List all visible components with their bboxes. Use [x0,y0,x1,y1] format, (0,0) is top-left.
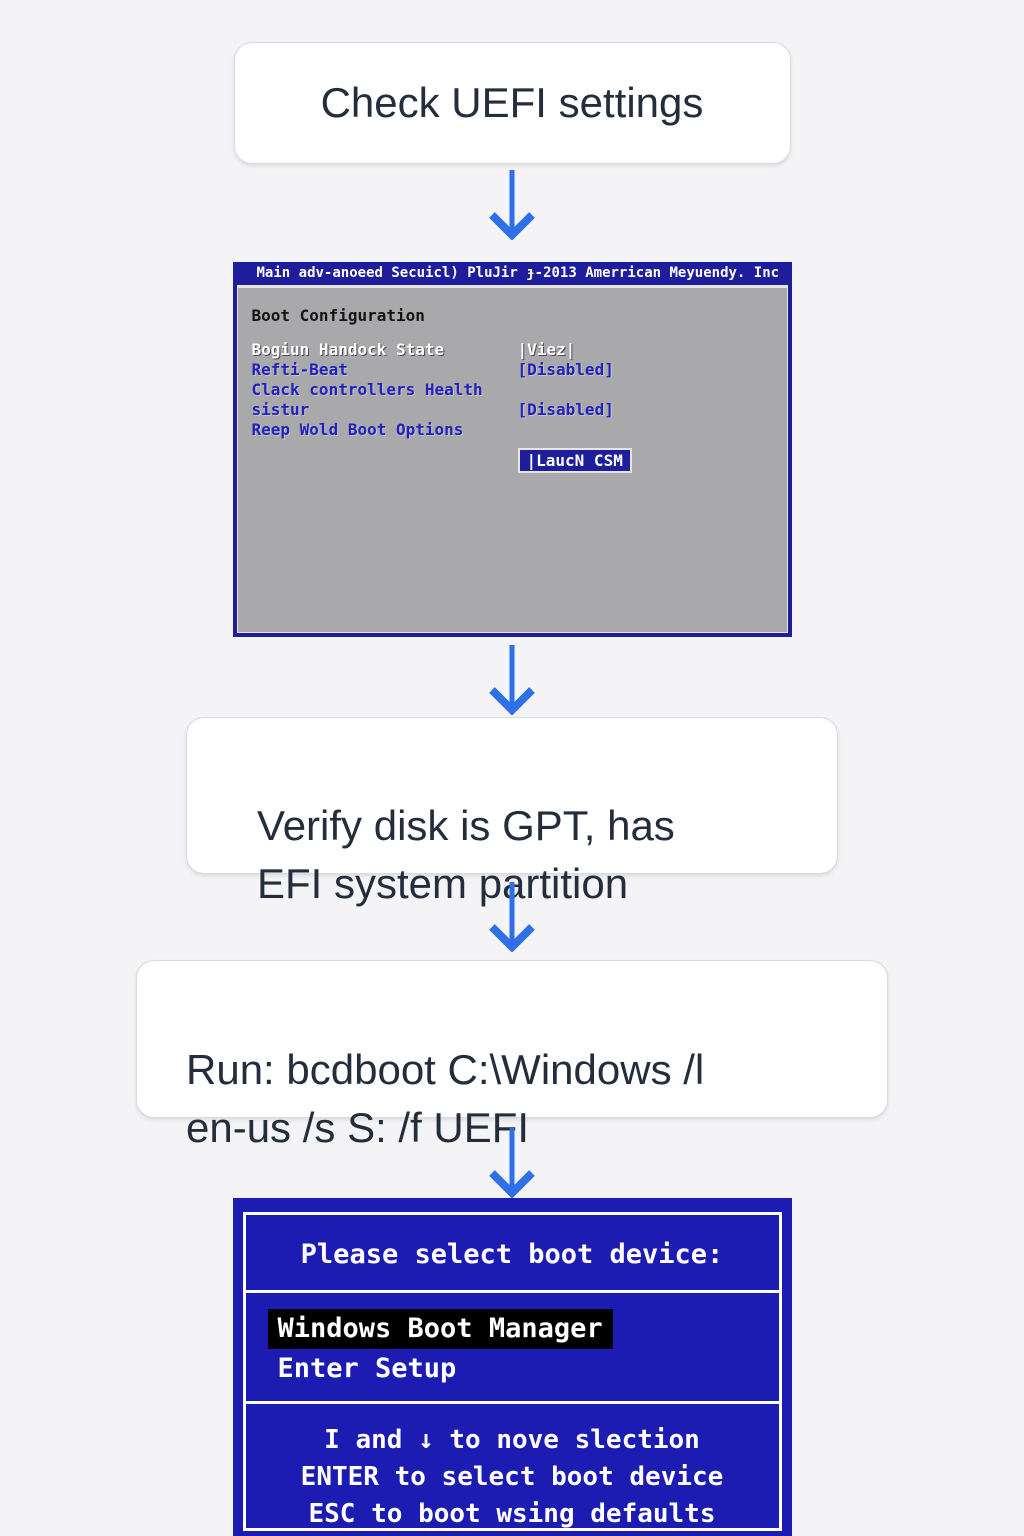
boot-menu-title: Please select boot device: [245,1215,779,1293]
boot-menu-frame: Please select boot device: Windows Boot … [242,1212,782,1531]
bios-section-title: Boot Configuration [251,306,425,325]
bios-setting-value: [Disabled] [517,400,614,419]
bios-setting-row[interactable]: sistur [Disabled] [252,400,787,420]
bios-boot-configuration-panel: Boot Configuration Bogiun Handock State … [236,285,788,633]
boot-option-label: Windows Boot Manager [267,1309,613,1349]
boot-option-enter-setup[interactable]: Enter Setup [268,1349,779,1389]
bios-setting-row[interactable]: Clack controllers Health [252,380,787,400]
bios-setting-row[interactable]: Reep Wold Boot Options [252,420,787,440]
help-line-enter-select: ENTER to select boot device [300,1462,724,1492]
bios-setting-label: Clack controllers Health [251,380,483,399]
bios-menu-bar: Main adv-anoeed Secuicl) PluJir ɟ-2013 A… [256,265,780,281]
bios-setting-label: sistur [251,400,310,419]
step-label: Verify disk is GPT, has EFI system parti… [257,802,675,907]
step-label: Check UEFI settings [320,79,704,126]
bios-setting-value: |Viez| [517,340,576,359]
arrow-down-icon [489,882,535,952]
help-line-esc-defaults: ESC to boot wsing defaults [308,1499,716,1529]
bios-setting-row[interactable]: Refti-Beat [Disabled] [252,360,787,380]
bios-setting-row[interactable]: Bogiun Handock State |Viez| [252,340,787,360]
help-line-move-selection: I and ↓ to nove slection [324,1425,700,1455]
boot-menu-help: I and ↓ to nove slection ENTER to select… [246,1404,779,1529]
bios-setup-screenshot: Main adv-anoeed Secuicl) PluJir ɟ-2013 A… [232,262,792,637]
arrow-down-icon [489,645,535,715]
boot-menu-options: Windows Boot Manager Enter Setup [245,1293,779,1404]
boot-device-menu-screenshot: Please select boot device: Windows Boot … [232,1198,792,1536]
flowchart-step-run-bcdboot: Run: bcdboot C:\Windows /l en-us /s S: /… [136,960,888,1151]
flowchart-step-check-uefi: Check UEFI settings [233,42,791,164]
bios-setting-label: Bogiun Handock State [251,340,445,359]
bios-setting-label: Refti-Beat [251,360,348,379]
boot-option-windows-boot-manager[interactable]: Windows Boot Manager [267,1309,779,1349]
step-label: Run: bcdboot C:\Windows /l en-us /s S: /… [186,1046,705,1151]
arrow-down-icon [489,170,535,240]
bios-launch-csm-option[interactable]: |LaucN CSM [517,448,632,473]
flowchart-step-verify-gpt: Verify disk is GPT, has EFI system parti… [186,717,838,907]
bios-setting-value: [Disabled] [517,360,614,379]
boot-option-label: Enter Setup [277,1353,457,1384]
bios-setting-label: Reep Wold Boot Options [251,420,464,439]
arrow-down-icon [489,1128,535,1198]
